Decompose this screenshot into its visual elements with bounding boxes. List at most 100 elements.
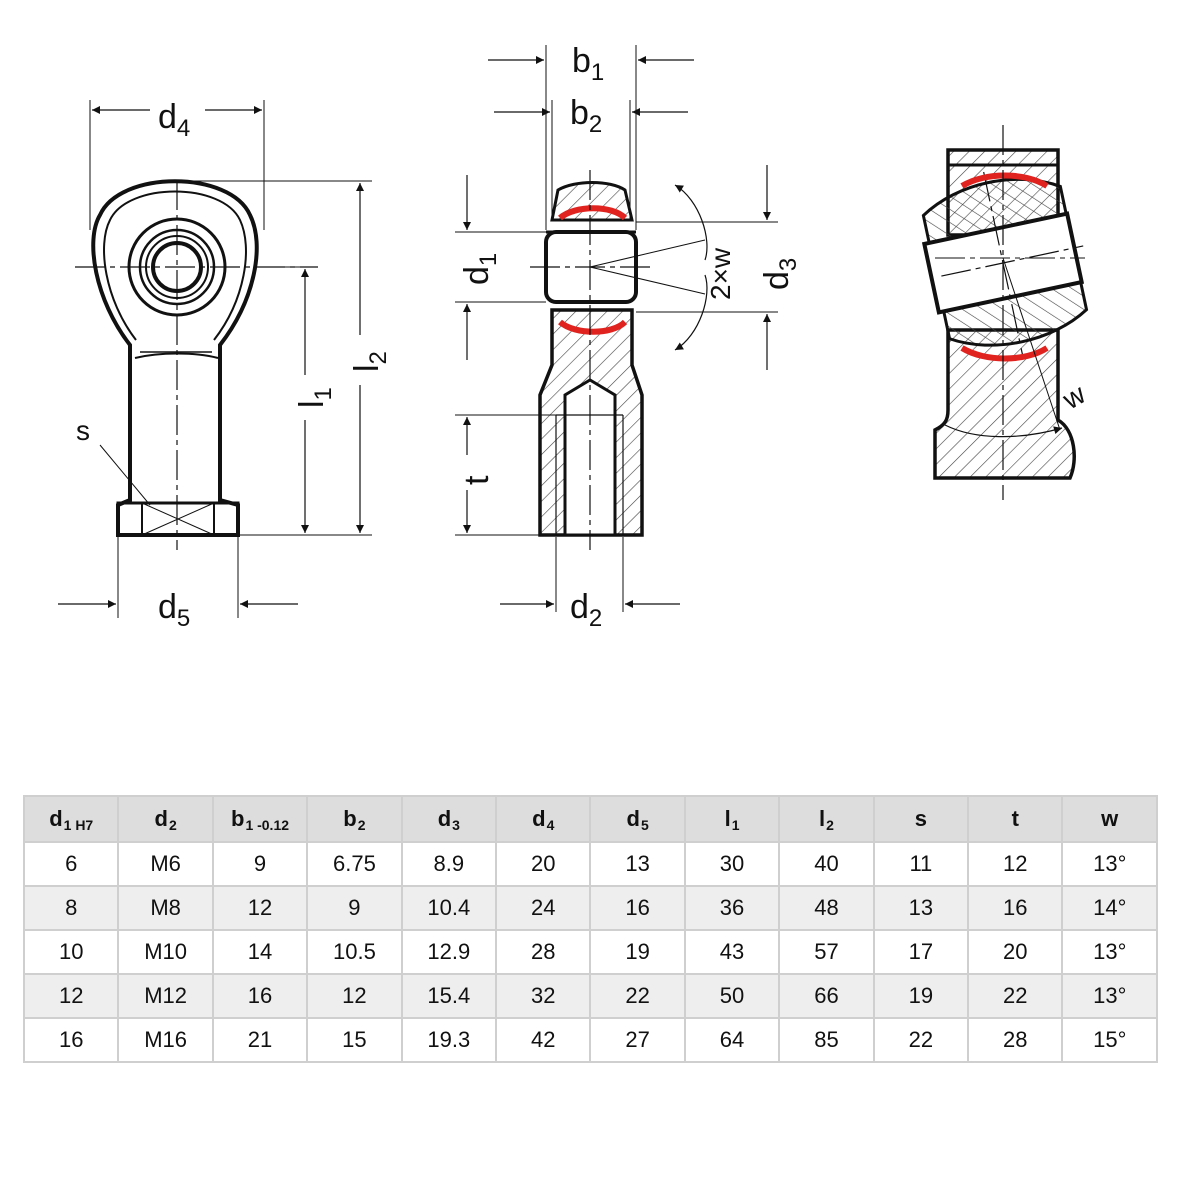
table-cell: 13° xyxy=(1061,929,1158,975)
table-cell: 16 xyxy=(967,885,1064,931)
header-text: l xyxy=(724,806,731,831)
header-text: d xyxy=(626,806,640,831)
seal-lower-detail xyxy=(960,345,1049,362)
label-text: l xyxy=(348,364,386,372)
table-cell: 10.4 xyxy=(400,885,498,931)
header-text: 5 xyxy=(640,817,649,833)
label-text: b xyxy=(570,94,589,132)
section-view xyxy=(455,45,778,612)
header-text: d xyxy=(154,806,168,831)
col-d2: d2 xyxy=(117,795,214,843)
col-b2: b2 xyxy=(306,795,403,843)
label-text: d xyxy=(458,266,496,285)
seal-lower xyxy=(558,319,628,335)
table-cell: 22 xyxy=(872,1017,970,1063)
table-cell: 15.4 xyxy=(400,973,498,1019)
label-text: 3 xyxy=(775,258,802,271)
table-cell: 16 xyxy=(589,885,686,931)
table-cell: 13 xyxy=(589,841,686,887)
table-cell: 10 xyxy=(22,929,120,975)
header-text: 3 xyxy=(452,817,460,833)
table-cell: 57 xyxy=(778,929,875,975)
label-s: s xyxy=(76,415,90,446)
label-2xw: 2×w xyxy=(705,247,736,300)
table-cell: M8 xyxy=(117,885,214,931)
front-view xyxy=(58,100,372,618)
label-text: 1 xyxy=(310,387,337,400)
table-cell: 15° xyxy=(1061,1017,1158,1063)
table-header-row: d1 H7 d2 b1 -0.12 b2 d3 d4 d5 l1 l2 s t … xyxy=(22,795,1158,843)
header-text: w xyxy=(1101,806,1119,831)
table-cell: 19.3 xyxy=(400,1017,498,1063)
label-b1: b1 xyxy=(572,42,604,86)
label-text: b xyxy=(572,42,591,80)
table-cell: 15 xyxy=(306,1017,403,1063)
table-cell: 19 xyxy=(872,973,970,1019)
table-cell: 8.9 xyxy=(400,841,498,887)
table-cell: 48 xyxy=(778,885,875,931)
table-cell: 43 xyxy=(683,929,781,975)
label-l1: l1 xyxy=(293,387,337,408)
header-text: d xyxy=(49,806,63,831)
dimension-table: d1 H7 d2 b1 -0.12 b2 d3 d4 d5 l1 l2 s t … xyxy=(22,795,1158,1063)
col-t: t xyxy=(967,795,1064,843)
table-cell: 42 xyxy=(495,1017,592,1063)
header-text: 2 xyxy=(168,817,177,833)
table-cell: 16 xyxy=(22,1017,120,1063)
table-cell: 24 xyxy=(495,885,592,931)
table-cell: 12 xyxy=(22,973,120,1019)
header-text: 4 xyxy=(546,817,555,833)
seal-upper xyxy=(558,205,628,221)
col-s: s xyxy=(872,795,970,843)
header-text: l xyxy=(818,806,826,831)
header-text: b xyxy=(230,806,245,831)
header-text: 1 -0.12 xyxy=(245,817,290,833)
housing-lower-detail xyxy=(933,328,1076,480)
table-cell: 6.75 xyxy=(306,841,403,887)
col-d4: d4 xyxy=(495,795,592,843)
tilt-detail-view xyxy=(921,125,1089,500)
table-cell: 20 xyxy=(495,841,592,887)
technical-drawing: d4 d5 s l1 l2 b1 b2 d1 d3 t d2 2×w w xyxy=(58,42,1092,632)
table-cell: 32 xyxy=(495,973,592,1019)
label-d2: d2 xyxy=(570,588,602,632)
label-text: d xyxy=(158,98,177,136)
col-d5: d5 xyxy=(589,795,686,843)
label-d4: d4 xyxy=(158,98,190,142)
table-cell: 20 xyxy=(967,929,1064,975)
label-text: 2 xyxy=(589,111,602,138)
table-cell: 50 xyxy=(683,973,781,1019)
label-text: 1 xyxy=(591,59,604,86)
label-text: d xyxy=(758,271,796,290)
label-l2: l2 xyxy=(348,351,392,372)
table-cell: 27 xyxy=(589,1017,686,1063)
table-cell: 14° xyxy=(1061,885,1158,931)
header-text: 1 xyxy=(731,817,740,833)
table-cell: 19 xyxy=(589,929,686,975)
table-cell: 13° xyxy=(1061,973,1158,1019)
header-text: 2 xyxy=(357,817,366,833)
table-cell: 40 xyxy=(778,841,875,887)
label-t: t xyxy=(458,475,496,485)
table-cell: 22 xyxy=(589,973,686,1019)
header-text: 2 xyxy=(826,817,834,833)
col-l2: l2 xyxy=(778,795,875,843)
rod-end-outline xyxy=(91,179,259,537)
table-cell: 9 xyxy=(306,885,403,931)
label-text: 2 xyxy=(365,351,392,364)
table-cell: M6 xyxy=(117,841,214,887)
table-cell: 17 xyxy=(872,929,970,975)
table-cell: 66 xyxy=(778,973,875,1019)
header-text: t xyxy=(1011,806,1019,831)
table-cell: 30 xyxy=(683,841,781,887)
table-cell: 13° xyxy=(1061,841,1158,887)
table-cell: 12.9 xyxy=(400,929,498,975)
header-text: s xyxy=(914,806,927,831)
seal-upper-detail xyxy=(960,172,1049,189)
label-w: w xyxy=(1057,378,1092,416)
